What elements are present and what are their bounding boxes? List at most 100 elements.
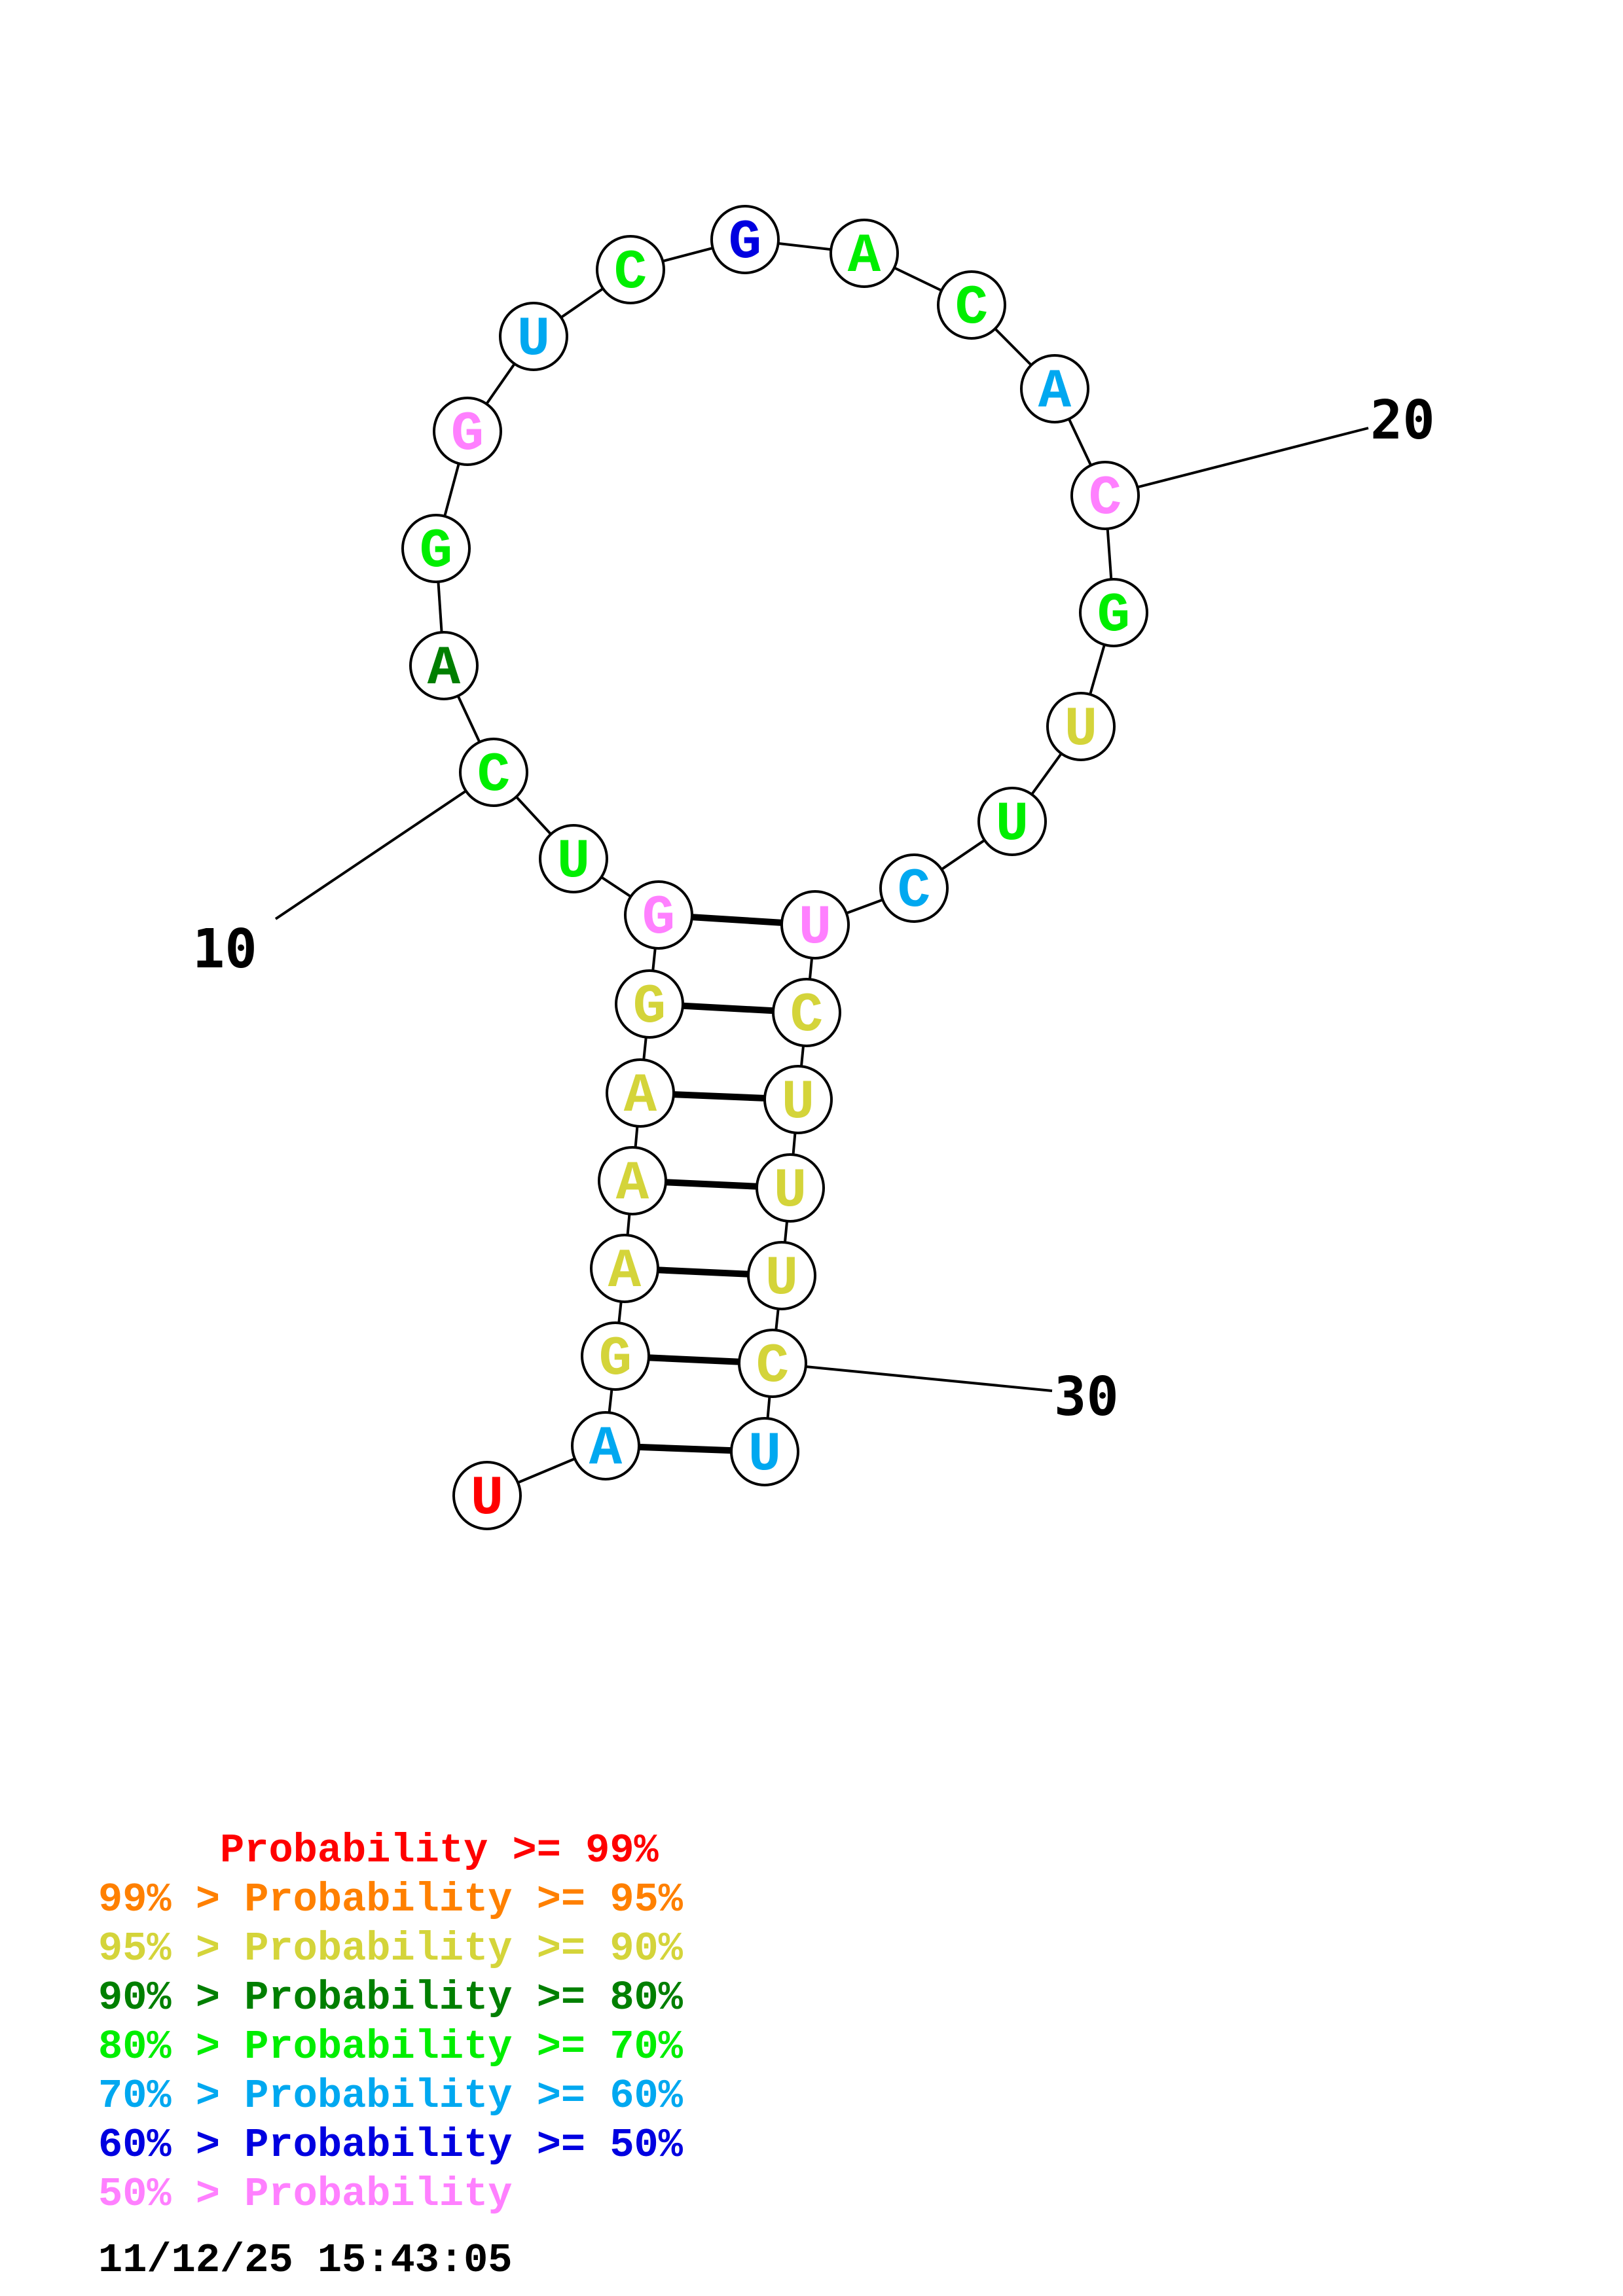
nucleotide-letter: A — [589, 1418, 623, 1480]
nucleotide-letter: G — [642, 888, 675, 950]
position-tick-line — [1104, 427, 1369, 497]
legend-entry: 80% > Probability >= 70% — [98, 2024, 683, 2070]
nucleotide-circle — [1020, 354, 1089, 423]
position-tick-line — [274, 771, 495, 920]
nucleotide-12: G — [401, 514, 471, 583]
position-label-30: 30 — [1054, 1366, 1119, 1428]
timestamp: 11/12/25 15:43:05 — [98, 2237, 513, 2284]
position-tick-line — [772, 1362, 1053, 1392]
nucleotide-17: A — [830, 219, 899, 288]
nucleotide-letter: U — [471, 1468, 503, 1530]
nucleotide-5: A — [598, 1146, 667, 1215]
nucleotide-circle — [606, 1058, 675, 1128]
nucleotide-27: U — [763, 1065, 833, 1134]
nucleotide-letter: C — [955, 278, 988, 340]
nucleotide-circle — [1046, 692, 1116, 761]
nucleotide-21: G — [1079, 578, 1148, 647]
nucleotide-letter: G — [633, 977, 666, 1039]
legend-entry: 90% > Probability >= 80% — [98, 1975, 683, 2021]
nucleotide-letter: C — [1089, 468, 1122, 530]
nucleotide-letter: A — [848, 226, 881, 288]
nucleotide-letter: A — [1038, 361, 1072, 423]
nucleotide-circle — [710, 205, 780, 274]
nucleotide-circle — [624, 880, 693, 950]
position-ticks: 10 20 30 — [192, 389, 1435, 1428]
nucleotide-circle — [581, 1321, 650, 1391]
nucleotide-19: A — [1020, 354, 1089, 423]
nucleotide-letter: U — [774, 1160, 807, 1223]
nucleotide-30: C — [738, 1329, 807, 1398]
nucleotide-letter: A — [428, 638, 461, 700]
nucleotide-letter: U — [799, 897, 831, 960]
nucleotide-31: U — [730, 1417, 799, 1486]
nucleotide-18: C — [937, 270, 1006, 340]
nucleotide-letter: G — [1097, 585, 1130, 647]
nucleotide-letter: C — [790, 985, 823, 1047]
nucleotide-circle — [937, 270, 1006, 340]
nucleotide-letter: U — [782, 1072, 814, 1134]
nucleotide-letter: C — [614, 242, 647, 304]
nucleotide-letter: C — [477, 745, 510, 807]
nucleotide-circle — [459, 738, 528, 807]
probability-legend: Probability >= 99%99% > Probability >= 9… — [98, 1826, 683, 2219]
nucleotide-14: U — [499, 302, 568, 371]
nucleotide-11: A — [409, 631, 479, 700]
nucleotide-circle — [409, 631, 479, 700]
nucleotide-4: A — [590, 1234, 659, 1303]
nucleotide-29: U — [747, 1241, 816, 1310]
nucleotide-8: G — [624, 880, 693, 950]
nucleotide-letter: G — [599, 1329, 632, 1391]
nucleotide-circle — [730, 1417, 799, 1486]
nucleotide-letter: U — [748, 1424, 781, 1486]
nucleotide-circle — [1079, 578, 1148, 647]
nucleotide-letter: G — [729, 212, 761, 274]
nucleotide-letter: C — [898, 861, 930, 923]
nucleotide-circle — [977, 787, 1047, 856]
nucleotide-6: A — [606, 1058, 675, 1128]
nucleotide-circle — [830, 219, 899, 288]
nucleotide-circle — [433, 397, 502, 466]
nucleotide-2: A — [571, 1411, 640, 1480]
nucleotide-26: C — [772, 978, 841, 1047]
nucleotide-circle — [499, 302, 568, 371]
legend-entry: 50% > Probability — [98, 2171, 513, 2217]
legend-entry: 70% > Probability >= 60% — [98, 2073, 683, 2119]
position-label-10: 10 — [192, 918, 257, 980]
nucleotide-circle — [772, 978, 841, 1047]
nucleotide-22: U — [1046, 692, 1116, 761]
nucleotide-circle — [452, 1461, 522, 1530]
nucleotide-28: U — [756, 1153, 825, 1223]
nucleotide-15: C — [596, 235, 665, 304]
nucleotide-circle — [879, 853, 949, 923]
nucleotide-circle — [763, 1065, 833, 1134]
nucleotide-circle — [590, 1234, 659, 1303]
nucleotide-circle — [615, 969, 684, 1039]
nucleotide-circle — [780, 890, 850, 960]
legend-entry: 60% > Probability >= 50% — [98, 2122, 683, 2168]
nucleotide-circle — [598, 1146, 667, 1215]
legend-entry: Probability >= 99% — [98, 1827, 659, 1874]
nucleotide-circle — [401, 514, 471, 583]
nucleotide-letter: A — [616, 1153, 649, 1215]
nucleotide-circle — [571, 1411, 640, 1480]
nucleotide-letter: U — [996, 794, 1029, 856]
nucleotide-letter: U — [517, 309, 550, 371]
nucleotide-letter: G — [420, 521, 452, 583]
nucleotide-1: U — [452, 1461, 522, 1530]
nucleotide-24: C — [879, 853, 949, 923]
nucleotide-circle — [596, 235, 665, 304]
nucleotide-circle — [1070, 461, 1140, 530]
legend-entry: 95% > Probability >= 90% — [98, 1926, 683, 1972]
nucleotide-letter: C — [756, 1336, 789, 1398]
nucleotide-23: U — [977, 787, 1047, 856]
position-label-20: 20 — [1370, 389, 1435, 452]
nucleotide-letter: U — [765, 1248, 798, 1310]
nucleotide-circle — [738, 1329, 807, 1398]
nucleotide-letter: U — [557, 831, 590, 893]
nucleotide-9: U — [539, 824, 608, 893]
nucleotide-16: G — [710, 205, 780, 274]
nucleotide-25: U — [780, 890, 850, 960]
nucleotide-7: G — [615, 969, 684, 1039]
